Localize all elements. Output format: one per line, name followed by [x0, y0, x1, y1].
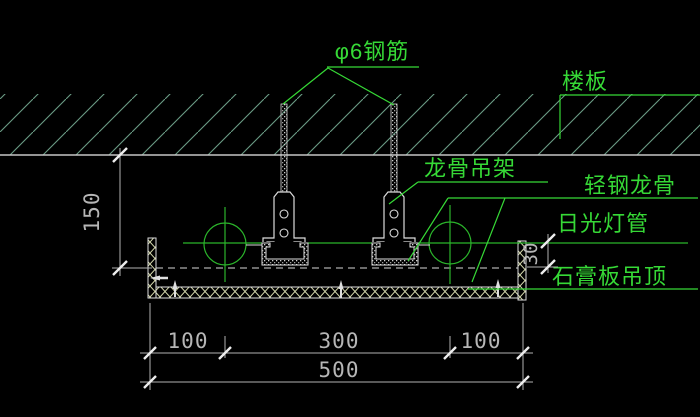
leader-rebar: [282, 66, 419, 106]
slab-hatch: [0, 94, 700, 155]
leader-keel-hanger: [388, 181, 548, 205]
label-keel-hanger: 龙骨吊架: [424, 156, 516, 181]
dimension-30: 30: [520, 233, 558, 275]
label-fluorescent-tube: 日光灯管: [557, 211, 649, 236]
gypsum-board: [155, 286, 519, 299]
dim-tick: [540, 233, 556, 249]
dim-text-500: 500: [319, 358, 360, 382]
dim-tick: [112, 260, 128, 276]
leader-light-steel-keel: [407, 197, 698, 283]
screw-up-3: [495, 279, 501, 297]
fluorescent-tube-left: [203, 222, 247, 266]
dim-text-100-right: 100: [461, 329, 502, 353]
c-channel-keel-left: [261, 242, 309, 266]
dim-text-30: 30: [520, 243, 542, 266]
screw-up-1: [172, 280, 178, 297]
dim-tick: [540, 259, 556, 275]
c-channel-keel-right: [371, 242, 419, 266]
hanger-assemblies: [261, 103, 419, 266]
hanger-rod-right: [390, 103, 398, 201]
dim-text-150: 150: [80, 192, 104, 233]
hanger-rod-left: [280, 103, 288, 201]
labels: φ6钢筋 楼板 龙骨吊架 轻钢龙骨 日光灯管 石膏板吊顶: [335, 39, 676, 289]
dimension-bottom: 100 300 100 500: [140, 303, 533, 390]
floor-slab: [0, 94, 700, 156]
label-gypsum-ceiling: 石膏板吊顶: [552, 264, 667, 289]
annotation-leaders: [282, 66, 700, 290]
bracket-hole: [279, 209, 289, 219]
edge-panel-right: [517, 240, 527, 301]
fluorescent-tube-right: [428, 221, 472, 265]
dim-text-300: 300: [319, 329, 360, 353]
screw-left-horizontal: [150, 275, 168, 281]
dim-text-100-left: 100: [168, 329, 209, 353]
dim-ticks: [143, 346, 530, 389]
screw-up-2: [338, 280, 344, 298]
leader-floor-slab: [559, 94, 700, 139]
dimension-150: 150: [80, 147, 152, 276]
label-light-steel-keel: 轻钢龙骨: [584, 173, 676, 198]
bracket-hole: [389, 228, 399, 238]
dim-tick: [112, 147, 128, 163]
label-rebar: φ6钢筋: [335, 39, 410, 64]
label-floor-slab: 楼板: [562, 69, 608, 94]
bracket-hole: [389, 209, 399, 219]
bracket-hole: [279, 228, 289, 238]
